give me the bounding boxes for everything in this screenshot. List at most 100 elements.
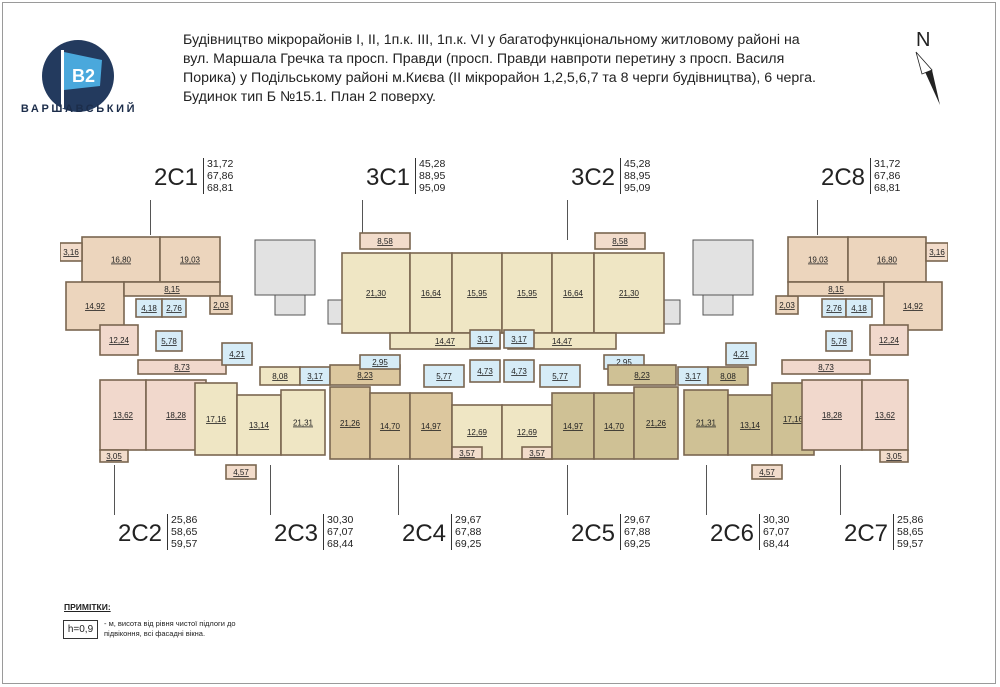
area-living: 29,67 [624, 514, 651, 526]
room-area [221, 342, 253, 366]
area-total: 58,65 [171, 526, 198, 538]
room-area-label: 2,76 [166, 304, 182, 313]
leader-line [114, 465, 115, 515]
room-area-label: 13,14 [740, 421, 761, 430]
area-full: 95,09 [419, 182, 446, 194]
room-area [883, 281, 943, 331]
room-area [161, 298, 187, 318]
area-total: 67,86 [874, 170, 901, 182]
room-area [236, 394, 282, 456]
room-area-label: 3,17 [685, 372, 701, 381]
room-area-label: 4,21 [733, 350, 749, 359]
room-area-label: 4,57 [759, 468, 775, 477]
title-line-1: Будівництво мікрорайонів I, II, 1п.к. II… [183, 32, 800, 48]
room: 12,24 [869, 324, 909, 356]
room: 14,97 [409, 392, 453, 460]
room-area [137, 359, 227, 375]
room-area-label: 21,30 [619, 289, 640, 298]
room-area-label: 13,14 [249, 421, 270, 430]
area-total: 88,95 [419, 170, 446, 182]
room-area-label: 13,62 [875, 411, 896, 420]
room-area-label: 2,95 [372, 358, 388, 367]
apartment-2c4-label: 2С4 29,67 67,88 69,25 [396, 514, 481, 560]
room: 14,70 [593, 392, 635, 460]
apartment-2c6-label: 2С6 30,30 67,07 68,44 [704, 514, 789, 560]
room-area-label: 8,58 [377, 237, 393, 246]
room: 14,70 [369, 392, 411, 460]
room: 3,17 [677, 366, 709, 386]
room-area-label: 13,62 [113, 411, 134, 420]
area-living: 45,28 [624, 158, 651, 170]
room: 4,57 [225, 464, 257, 480]
room: 8,73 [781, 359, 871, 375]
area-total: 67,07 [763, 526, 790, 538]
area-total: 88,95 [624, 170, 651, 182]
room-area-label: 17,16 [206, 415, 227, 424]
room-area [751, 464, 783, 480]
room-area [633, 386, 679, 460]
notes-height-label: h=0,9 [63, 620, 98, 639]
room-area-label: 5,78 [831, 337, 847, 346]
room-area-label: 2,76 [826, 304, 842, 313]
area-living: 30,30 [327, 514, 354, 526]
room: 4,21 [725, 342, 757, 366]
apartment-2c3-label: 2С3 30,30 67,07 68,44 [268, 514, 353, 560]
apartment-areas: 30,30 67,07 68,44 [759, 514, 789, 550]
title-line-2: вул. Маршала Гречка та просп. Правди (пр… [183, 51, 785, 67]
leader-line [398, 465, 399, 515]
area-full: 68,44 [763, 538, 790, 550]
room-area-label: 16,64 [421, 289, 442, 298]
apartment-2c5-label: 2С5 29,67 67,88 69,25 [565, 514, 650, 560]
room: 19,03 [787, 236, 849, 283]
room-area-label: 14,97 [563, 422, 584, 431]
room-area-label: 21,31 [696, 419, 717, 428]
room-area [775, 295, 799, 315]
area-full: 95,09 [624, 182, 651, 194]
room-area [551, 252, 595, 334]
room-area-label: 4,57 [233, 468, 249, 477]
room-area-label: 21,31 [293, 419, 314, 428]
room-area-label: 14,92 [903, 302, 924, 311]
room-area [707, 366, 749, 386]
room: 4,18 [845, 298, 873, 318]
room: 4,73 [469, 359, 501, 383]
room-area [159, 236, 221, 283]
room-area-label: 18,28 [166, 411, 187, 420]
stairwell [254, 239, 316, 296]
room-area [781, 359, 871, 375]
room-area [801, 379, 863, 451]
room-area [925, 242, 948, 262]
room-area [501, 252, 553, 334]
logo-badge: B2 [72, 66, 95, 86]
room: 8,58 [359, 232, 411, 250]
room: 5,77 [539, 364, 581, 388]
title-line-4: Будинок тип Б №15.1. План 2 поверху. [183, 89, 436, 105]
room: 3,57 [451, 446, 483, 460]
room-area-label: 4,73 [511, 367, 527, 376]
room: 13,14 [727, 394, 773, 456]
room-area [469, 359, 501, 383]
room: 15,95 [501, 252, 553, 334]
room-area [359, 354, 401, 370]
room: 2,03 [775, 295, 799, 315]
room-area-label: 8,73 [174, 363, 190, 372]
room-area-label: 5,77 [552, 372, 568, 381]
apartment-code: 2С8 [821, 164, 866, 191]
room-area-label: 3,05 [106, 452, 122, 461]
room-area-label: 2,95 [616, 358, 632, 367]
room-area [861, 379, 909, 451]
room-area-label: 16,64 [563, 289, 584, 298]
area-total: 67,86 [207, 170, 234, 182]
room-area-label: 3,17 [477, 335, 493, 344]
apartment-areas: 45,28 88,95 95,09 [620, 158, 650, 194]
room: 21,31 [280, 389, 326, 456]
room-area [60, 242, 83, 262]
apartment-2c8-label: 2С8 31,72 67,86 68,81 [815, 158, 900, 204]
area-full: 59,57 [897, 538, 924, 550]
room-area-label: 4,18 [851, 304, 867, 313]
page-title: Будівництво мікрорайонів I, II, 1п.к. II… [183, 31, 903, 107]
notes-title: ПРИМІТКИ: [64, 602, 111, 612]
room: 4,18 [135, 298, 163, 318]
